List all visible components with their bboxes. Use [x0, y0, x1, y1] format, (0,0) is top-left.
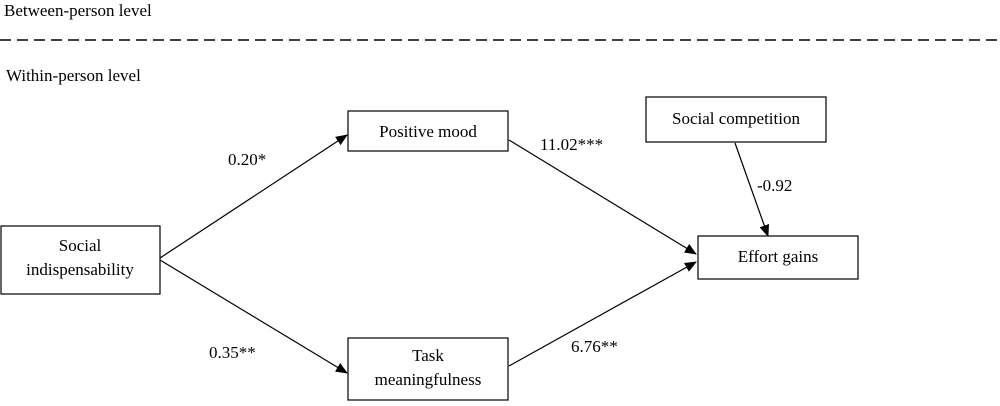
node-label-line: Social competition [672, 109, 800, 128]
coef-si-to-tm: 0.35** [209, 343, 256, 362]
node-label-line: Effort gains [738, 247, 818, 266]
coef-si-to-pm: 0.20* [228, 150, 266, 169]
node-effort-gains: Effort gains [697, 235, 859, 280]
coef-sc-to-eg: -0.92 [757, 176, 792, 195]
node-label-line: Positive mood [379, 122, 477, 141]
node-social-competition: Social competition [645, 96, 827, 143]
within-person-level-label: Within-person level [6, 66, 141, 85]
edge-si-to-pm [159, 134, 348, 259]
edge-tm-to-eg [508, 261, 697, 367]
node-task-meaningfulness: Task meaningfulness [347, 337, 509, 401]
node-label-line: indispensability [26, 260, 134, 279]
coef-tm-to-eg: 6.76** [571, 337, 618, 356]
node-positive-mood: Positive mood [347, 110, 509, 152]
node-label-line: Task [412, 346, 444, 365]
node-label-line: Social [59, 236, 102, 255]
edge-pm-to-eg [508, 139, 697, 255]
between-person-level-label: Between-person level [4, 1, 152, 20]
node-social-indispensability: Social indispensability [0, 225, 161, 295]
node-label-line: meaningfulness [375, 370, 482, 389]
edge-si-to-tm [159, 259, 348, 374]
coef-pm-to-eg: 11.02*** [540, 135, 603, 154]
edge-sc-to-eg [734, 142, 770, 237]
